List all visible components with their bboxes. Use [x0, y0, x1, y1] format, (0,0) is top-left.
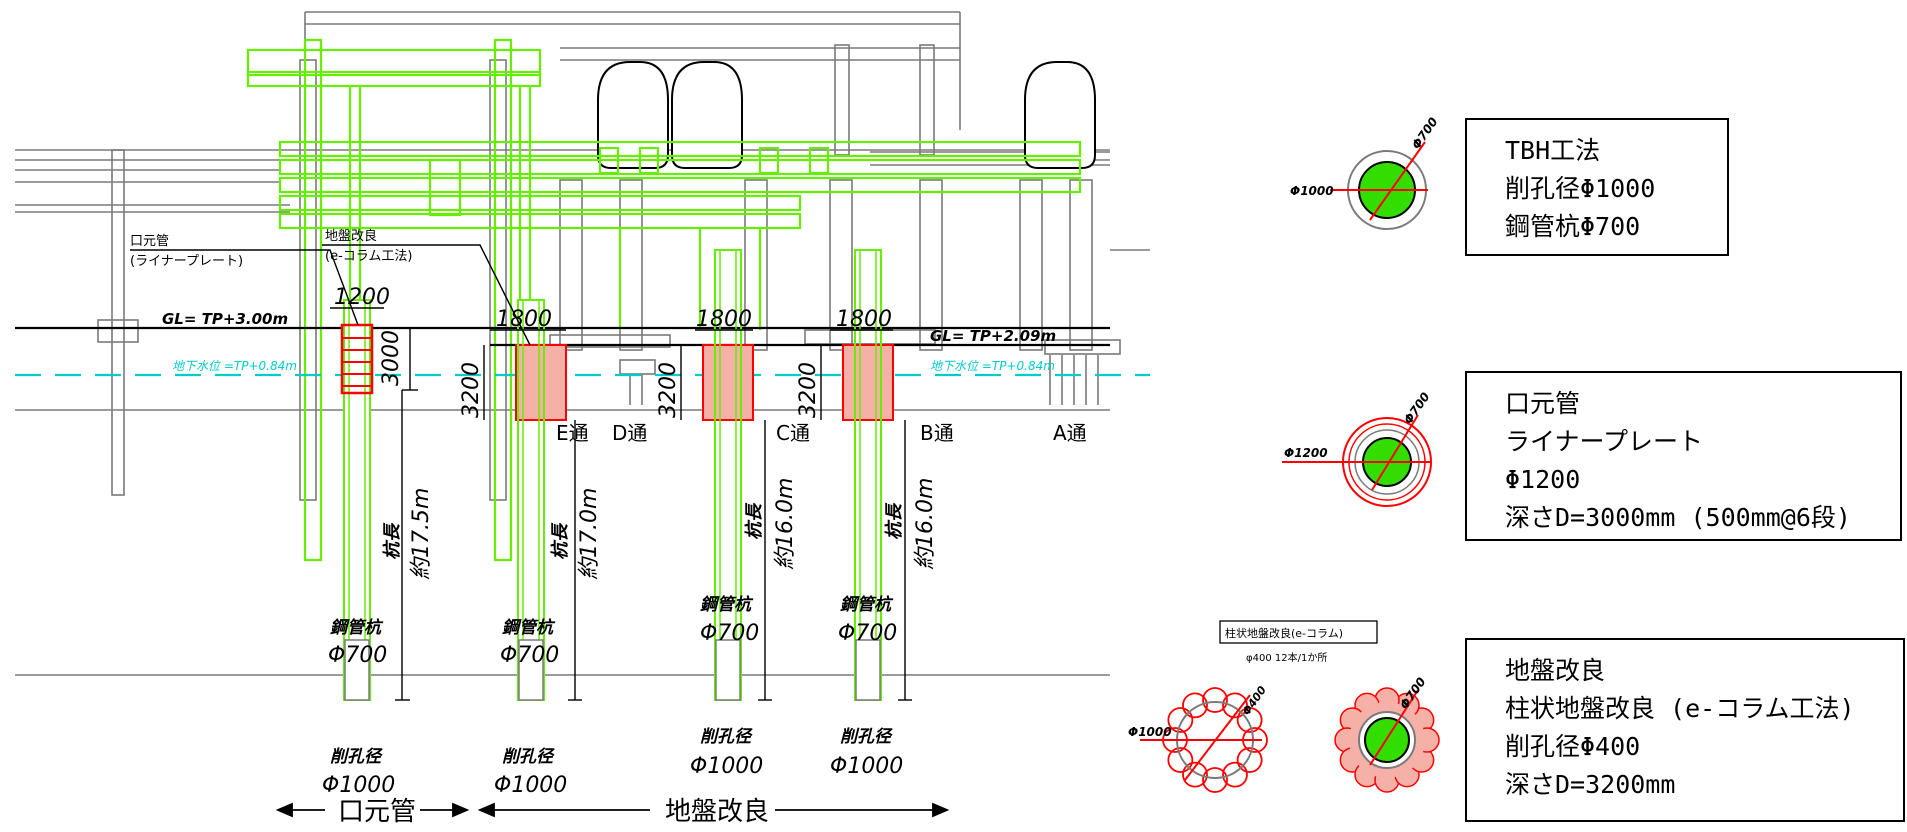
pile-2-length: 約17.0m: [577, 488, 602, 580]
column-title: 柱状地盤改良(e-コラム): [1225, 626, 1343, 640]
column-detail: 柱状地盤改良(e-コラム) φ400 12本/1か所: [1219, 620, 1378, 664]
axis-d: D通: [612, 421, 647, 445]
dim-1800-c: 1800: [836, 307, 892, 332]
jiban-label: 地盤改良: [325, 228, 377, 244]
dim-1800-b: 1800: [696, 307, 752, 332]
pile-1-length: 約17.5m: [409, 488, 434, 580]
liner-detail: Φ1200 Φ700: [1282, 390, 1433, 507]
pile-2-sakukou: 削孔径: [502, 747, 555, 767]
legend-jiban-line1: 地盤改良: [1505, 656, 1606, 685]
pile-4: [842, 249, 894, 701]
small-column-circle: [1236, 707, 1263, 733]
legend-liner-line3: Φ1200: [1505, 465, 1581, 494]
legend-jiban-line3: 削孔径Φ400: [1505, 732, 1641, 761]
pile-2-koukan: 鋼管杭: [502, 618, 556, 638]
axis-b: B通: [920, 421, 954, 445]
legend-tbh-line3: 鋼管杭Φ700: [1505, 212, 1641, 241]
temporary-steel-structure: [246, 38, 1082, 562]
small-column-circle: [1202, 767, 1228, 793]
pile-3-length: 約16.0m: [773, 478, 798, 570]
legend-liner: 口元管 ライナープレート Φ1200 深さD=3000mm (500mm@6段): [1465, 371, 1902, 541]
pile-3-phi1000: Φ1000: [690, 754, 763, 779]
gl-left-label: GL= TP+3.00m: [162, 310, 288, 328]
pile-3-phi700: Φ700: [700, 621, 759, 646]
pile-1-sakukou: 削孔径: [330, 747, 383, 767]
legend-jiban-line4: 深さD=3200mm: [1505, 770, 1676, 799]
legend-liner-line1: 口元管: [1505, 389, 1581, 418]
bottom-arrows: [275, 802, 950, 818]
legend-tbh-line1: TBH工法: [1505, 136, 1601, 165]
pile-4-length-title: 杭長: [884, 502, 905, 540]
small-column-circle: [1222, 761, 1248, 788]
legend-jiban: 地盤改良 柱状地盤改良 (e-コラム工法) 削孔径Φ400 深さD=3200mm: [1465, 638, 1905, 822]
pile-2-length-title: 杭長: [550, 522, 571, 560]
column-outer-label: Φ1000: [1128, 725, 1172, 739]
groundwater-right-label: 地下水位 =TP+0.84m: [930, 359, 1055, 373]
pile-3-labels: 杭長 約16.0m 鋼管杭 Φ700 削孔径 Φ1000: [690, 478, 798, 779]
liner-outer-label: Φ1200: [1284, 446, 1328, 460]
dim-1200: 1200: [334, 285, 390, 310]
legend-liner-line2: ライナープレート: [1505, 427, 1704, 456]
pile-1-phi1000: Φ1000: [322, 773, 395, 798]
small-column-circle: [1222, 692, 1248, 719]
pile-3-koukan: 鋼管杭: [700, 595, 754, 615]
pile-4-phi700: Φ700: [838, 621, 897, 646]
pile-4-koukan: 鋼管杭: [840, 595, 894, 615]
dim-1800-a: 1800: [496, 307, 552, 332]
axis-a: A通: [1053, 421, 1087, 445]
small-column-circle: [1202, 687, 1228, 713]
pile-1: [340, 299, 374, 701]
gl-right-label: GL= TP+2.09m: [930, 327, 1056, 345]
section-labels: 口元管 (ライナープレート) 地盤改良 (e-コラム工法) GL= TP+3.0…: [130, 228, 1087, 445]
axis-c: C通: [776, 421, 810, 445]
dimension-lines: [130, 244, 912, 701]
dim-3200-a: 3200: [459, 362, 484, 418]
small-column-circle: [1182, 692, 1208, 719]
pile-4-length: 約16.0m: [913, 478, 938, 570]
liner-label: (ライナープレート): [130, 254, 243, 269]
pile-2: [515, 299, 567, 701]
legend-tbh-line2: 削孔径Φ1000: [1505, 174, 1656, 203]
pile-3-length-title: 杭長: [744, 502, 765, 540]
column-small-label: Φ400: [1240, 684, 1269, 718]
ground-lines: [15, 326, 1150, 377]
tbh-outer-label: Φ1000: [1290, 184, 1334, 198]
pile-1-phi700: Φ700: [328, 643, 387, 668]
pile-1-labels: 杭長 約17.5m 鋼管杭 Φ700 削孔径 Φ1000: [322, 488, 434, 798]
pile-1-length-title: 杭長: [382, 522, 403, 560]
dim-3200-c: 3200: [796, 362, 821, 418]
bottom-kuchimoto: 口元管: [338, 797, 416, 827]
legend-jiban-line2: 柱状地盤改良 (e-コラム工法): [1505, 694, 1855, 723]
pile-4-labels: 杭長 約16.0m 鋼管杭 Φ700 削孔径 Φ1000: [830, 478, 938, 779]
kuchimoto-label: 口元管: [130, 234, 169, 249]
pile-2-phi700: Φ700: [500, 643, 559, 668]
pile-4-sakukou: 削孔径: [840, 727, 893, 747]
pile-1-koukan: 鋼管杭: [330, 618, 384, 638]
column-sub: φ400 12本/1か所: [1246, 651, 1327, 664]
pile-3: [702, 249, 754, 701]
axis-e: E通: [556, 421, 589, 445]
small-column-circle: [1167, 707, 1194, 733]
tbh-detail: Φ1000 Φ700: [1290, 115, 1441, 230]
small-column-circle: [1236, 747, 1263, 773]
tbh-inner-label: Φ700: [1409, 115, 1441, 152]
dim-3000: 3000: [379, 330, 404, 386]
liner-inner-label: Φ700: [1401, 390, 1433, 427]
column-ring-detail: Φ1000 Φ400: [1128, 684, 1269, 793]
dim-3200-b: 3200: [656, 362, 681, 418]
legend-tbh: TBH工法 削孔径Φ1000 鋼管杭Φ700: [1465, 118, 1729, 256]
small-column-circle: [1182, 761, 1208, 788]
small-column-circle: [1167, 747, 1194, 773]
pile-2-phi1000: Φ1000: [494, 773, 567, 798]
legend-liner-line4: 深さD=3000mm (500mm@6段): [1505, 503, 1851, 532]
pile-4-phi1000: Φ1000: [830, 754, 903, 779]
column-flower-detail: Φ700: [1334, 675, 1440, 793]
pile-2-labels: 杭長 約17.0m 鋼管杭 Φ700 削孔径 Φ1000: [494, 488, 602, 798]
bottom-jiban: 地盤改良: [665, 797, 769, 827]
pile-3-sakukou: 削孔径: [700, 727, 753, 747]
groundwater-label: 地下水位 =TP+0.84m: [172, 359, 297, 373]
bottom-labels: 口元管 地盤改良: [338, 797, 769, 827]
ecolumn-label: (e-コラム工法): [325, 249, 412, 264]
